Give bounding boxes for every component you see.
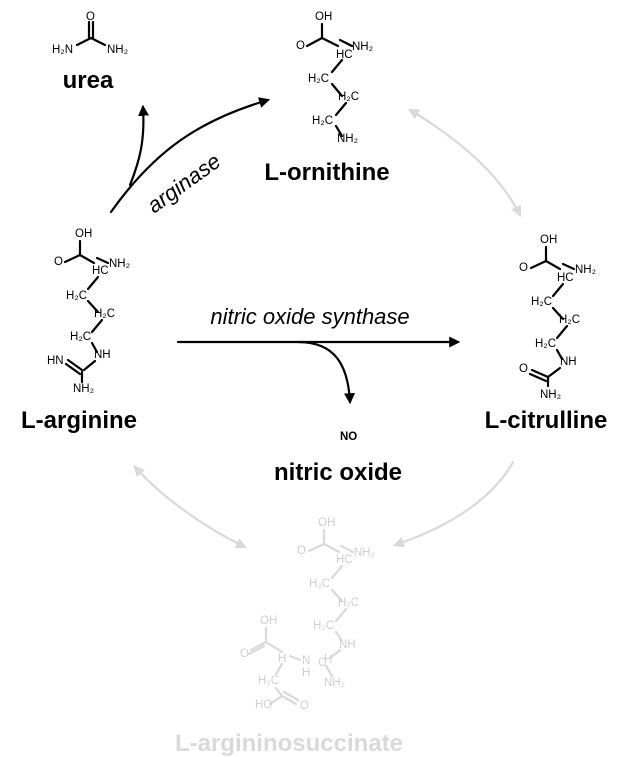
ornithine-citrulline-arrow xyxy=(408,108,522,217)
urea-label: urea xyxy=(63,67,114,94)
atom-h2c: H₂C xyxy=(308,73,329,85)
atom-h2c: H₂C xyxy=(258,675,279,687)
atom-oh: OH xyxy=(540,234,557,246)
atom-h: H xyxy=(278,653,286,665)
atom-nh2: NH₂ xyxy=(540,389,561,401)
arginase-label: arginase xyxy=(142,148,225,218)
citrulline-structure: OH O HC NH₂ H₂C H₂C H₂C NH O NH₂ xyxy=(519,234,596,401)
ornithine-label: L-ornithine xyxy=(264,159,389,186)
atom-ch2: H₂C xyxy=(559,314,580,326)
atom-h2c: H₂C xyxy=(70,331,91,343)
atom-oh: OH xyxy=(315,11,332,23)
atom-nh2: NH₂ xyxy=(575,264,596,276)
atom-o: O xyxy=(240,648,249,660)
citrulline-to-argininosuccinate-arrow xyxy=(392,460,515,548)
nos-label: nitric oxide synthase xyxy=(210,304,409,329)
atom-c: C xyxy=(318,657,326,669)
atom-h2c: H₂C xyxy=(66,290,87,302)
atom-ch2: H₂C xyxy=(338,91,359,103)
arginine-structure: OH O HC NH₂ H₂C H₂C H₂C NH HN NH₂ xyxy=(47,228,130,395)
nitric-oxide-label: nitric oxide xyxy=(274,459,402,486)
atom-o: O xyxy=(519,363,528,375)
atom-h2c: H₂C xyxy=(531,296,552,308)
atom-oh: OH xyxy=(75,228,92,240)
argininosuccinate-label: L-argininosuccinate xyxy=(175,730,403,757)
atom-n: N xyxy=(302,655,310,667)
atom-hc: HC xyxy=(557,272,574,284)
atom-h2c: H₂C xyxy=(313,620,334,632)
argininosuccinate-arginine-arrow xyxy=(133,465,247,549)
atom-nh: NH xyxy=(339,639,356,651)
atom-h2n: H₂N xyxy=(52,44,73,56)
atom-oh: OH xyxy=(260,615,277,627)
atom-oh: OH xyxy=(318,517,335,529)
atom-ch2: H₂C xyxy=(338,597,359,609)
atom-h2c: H₂C xyxy=(309,578,330,590)
atom-o: O xyxy=(296,40,305,52)
atom-nh2: NH₂ xyxy=(354,547,375,559)
atom-nh: NH xyxy=(94,349,111,361)
arginine-label: L-arginine xyxy=(21,407,137,434)
no-release-arrow xyxy=(296,340,356,405)
atom-ch2: H₂C xyxy=(94,308,115,320)
atom-nh2: NH₂ xyxy=(337,133,358,145)
ornithine-structure: OH O HC NH₂ H₂C H₂C H₂C NH₂ xyxy=(296,11,373,145)
atom-hc: HC xyxy=(336,554,353,566)
atom-nh2: NH₂ xyxy=(73,383,94,395)
atom-o: O xyxy=(297,545,306,557)
atom-o: O xyxy=(519,262,528,274)
atom-h: H xyxy=(324,654,332,666)
atom-o: O xyxy=(86,11,95,23)
atom-nh: NH xyxy=(560,356,577,368)
atom-nh2: NH₂ xyxy=(109,258,130,270)
no-formula: NO xyxy=(340,431,357,443)
atom-o: O xyxy=(300,700,309,712)
arginine-to-ornithine-arrow xyxy=(109,97,271,214)
argininosuccinate-structure: OH O HC NH₂ H₂C H₂C H₂C NH C H NH₂ N H H… xyxy=(240,517,375,712)
urea-release-arrow xyxy=(128,104,150,187)
atom-h: H xyxy=(302,667,310,679)
atom-hn: HN xyxy=(47,355,64,367)
atom-nh2: NH₂ xyxy=(352,41,373,53)
atom-nh2: NH₂ xyxy=(324,677,345,689)
atom-nh2: NH₂ xyxy=(107,44,128,56)
atom-o: O xyxy=(54,256,63,268)
atom-ho: HO xyxy=(255,699,272,711)
atom-hc: HC xyxy=(336,49,353,61)
urea-structure: O H₂N NH₂ xyxy=(52,11,128,56)
atom-h2c: H₂C xyxy=(312,115,333,127)
atom-hc: HC xyxy=(92,265,109,277)
citrulline-label: L-citrulline xyxy=(485,407,608,434)
atom-h2c: H₂C xyxy=(535,338,556,350)
